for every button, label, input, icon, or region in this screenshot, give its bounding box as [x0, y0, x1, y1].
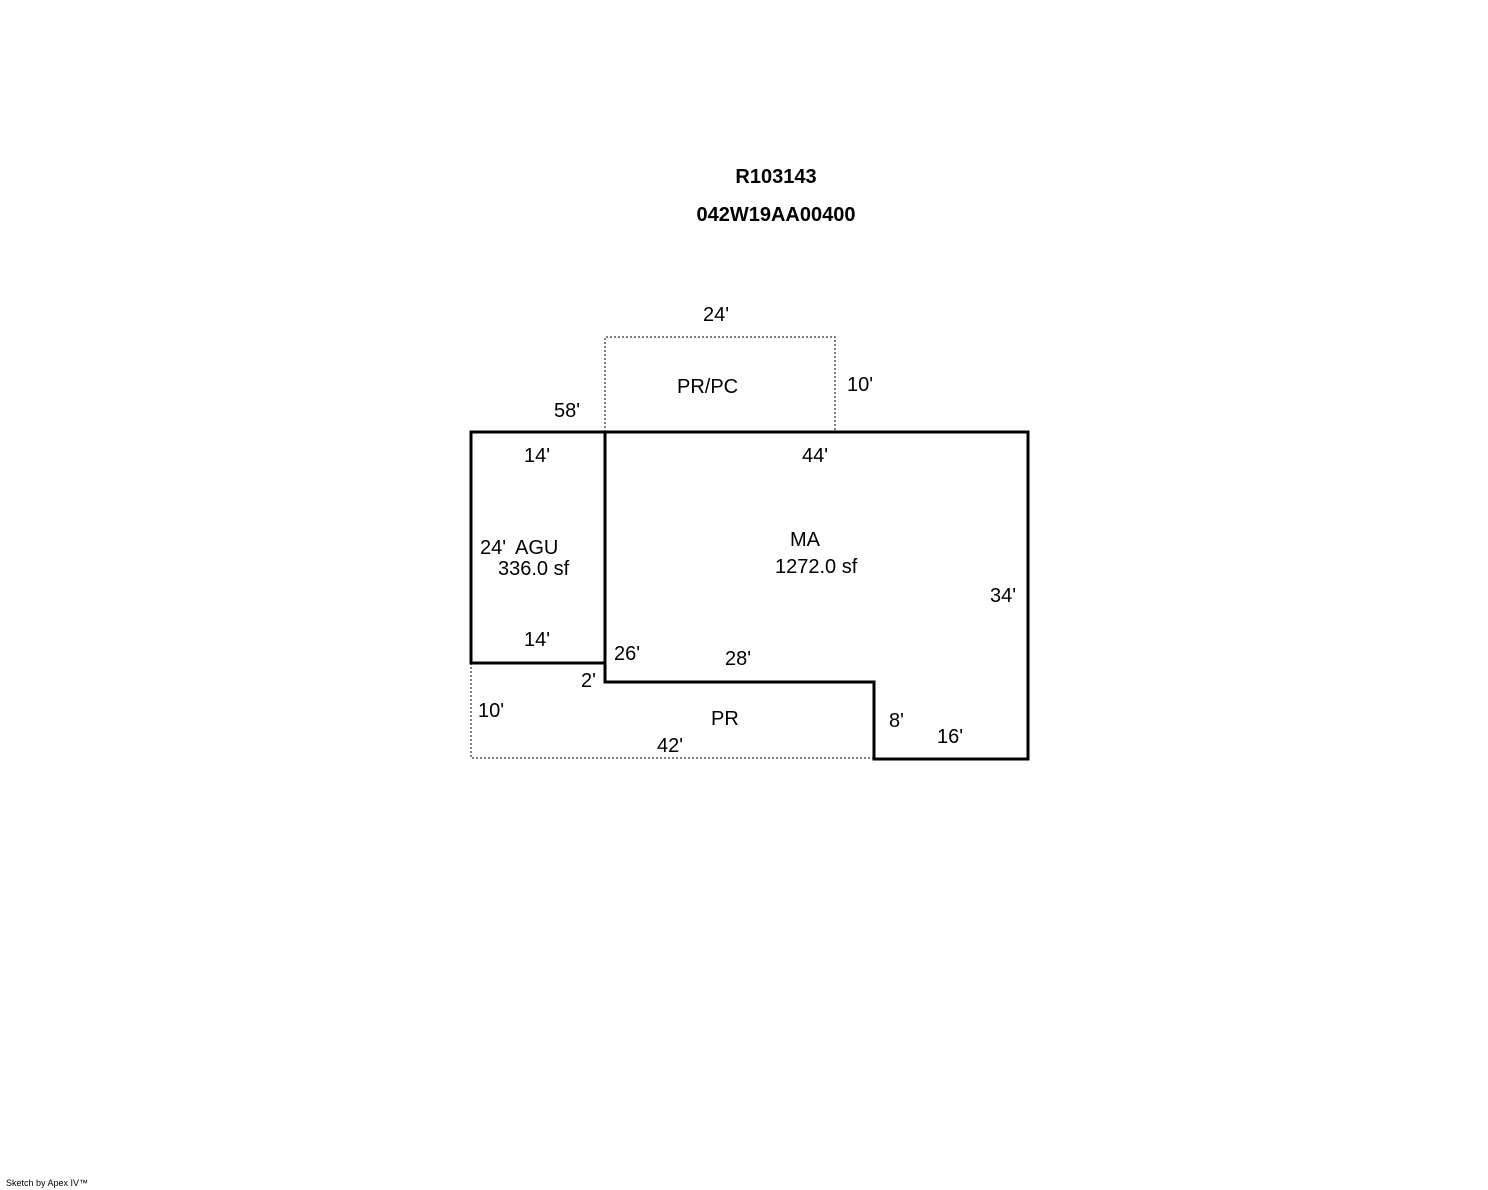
main-area-sf: 1272.0 sf	[775, 556, 858, 578]
sketch-credit: Sketch by Apex IV™	[6, 1178, 89, 1188]
main-notch-top-dimension: 28'	[725, 648, 752, 670]
main-left-lower-dimension: 26'	[614, 643, 641, 665]
garage-bottom-dimension: 14'	[524, 629, 551, 651]
garage-top-dimension: 14'	[524, 445, 551, 467]
garage-label: AGU	[515, 537, 559, 559]
step-dimension: 2'	[581, 670, 596, 692]
porch-top-label: PR/PC	[677, 376, 739, 398]
porch-top-outline	[604, 336, 836, 432]
porch-bottom-width: 42'	[657, 735, 684, 757]
notch-depth-dimension: 8'	[889, 710, 904, 732]
porch-bottom-depth: 10'	[478, 700, 505, 722]
garage-side-dimension: 24'	[480, 537, 507, 559]
porch-bottom-label: PR	[711, 708, 739, 730]
main-top-dimension: 44'	[802, 445, 829, 467]
garage-sf: 336.0 sf	[498, 558, 570, 580]
overall-width: 58'	[554, 400, 581, 422]
main-bottom-dimension: 16'	[937, 726, 964, 748]
porch-top-width: 24'	[703, 304, 730, 326]
main-area-outline	[603, 430, 1030, 761]
parcel-id: R103143	[735, 166, 817, 188]
main-right-dimension: 34'	[990, 585, 1017, 607]
main-area-label: MA	[790, 529, 820, 551]
map-number: 042W19AA00400	[696, 204, 856, 226]
porch-top-depth: 10'	[847, 374, 874, 396]
